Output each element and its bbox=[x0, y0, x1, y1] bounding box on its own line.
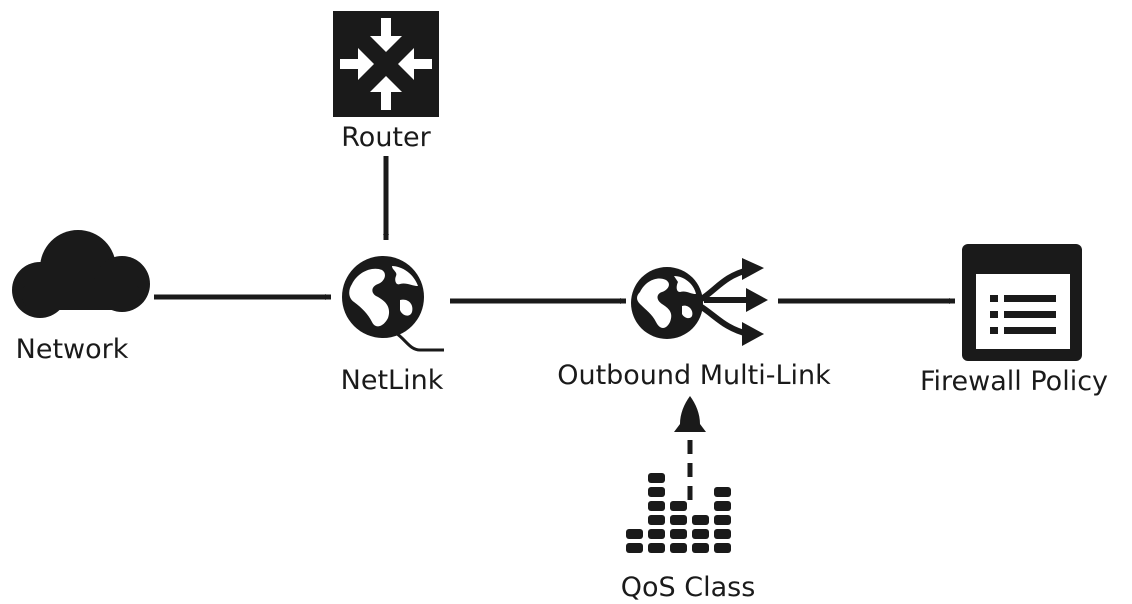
equalizer-block bbox=[626, 543, 643, 553]
equalizer-block bbox=[714, 515, 731, 525]
equalizer-block bbox=[714, 487, 731, 497]
policy-label: Firewall Policy bbox=[919, 366, 1109, 397]
equalizer-icon bbox=[626, 473, 731, 553]
equalizer-block bbox=[648, 501, 665, 511]
equalizer-block bbox=[714, 501, 731, 511]
equalizer-block bbox=[670, 543, 687, 553]
router-label: Router bbox=[341, 122, 431, 153]
netlink-label: NetLink bbox=[340, 365, 444, 396]
equalizer-block bbox=[692, 515, 709, 525]
rocket-arrow-icon bbox=[674, 396, 706, 432]
equalizer-block bbox=[648, 515, 665, 525]
equalizer-block bbox=[648, 529, 665, 539]
router-icon bbox=[333, 11, 439, 117]
equalizer-block bbox=[670, 529, 687, 539]
globe-icon bbox=[342, 256, 444, 352]
equalizer-block bbox=[692, 529, 709, 539]
globe-multi-link-icon bbox=[631, 258, 768, 346]
equalizer-block bbox=[626, 529, 643, 539]
equalizer-block bbox=[648, 473, 665, 483]
equalizer-block bbox=[714, 529, 731, 539]
multilink-label: Outbound Multi-Link bbox=[557, 360, 831, 391]
cloud-icon bbox=[12, 230, 150, 318]
equalizer-block bbox=[648, 543, 665, 553]
equalizer-block bbox=[692, 543, 709, 553]
equalizer-block bbox=[648, 487, 665, 497]
network-label: Network bbox=[15, 334, 129, 365]
equalizer-block bbox=[670, 515, 687, 525]
policy-list-icon bbox=[962, 244, 1082, 361]
qos-label: QoS Class bbox=[620, 572, 756, 603]
equalizer-block bbox=[714, 543, 731, 553]
equalizer-block bbox=[670, 501, 687, 511]
